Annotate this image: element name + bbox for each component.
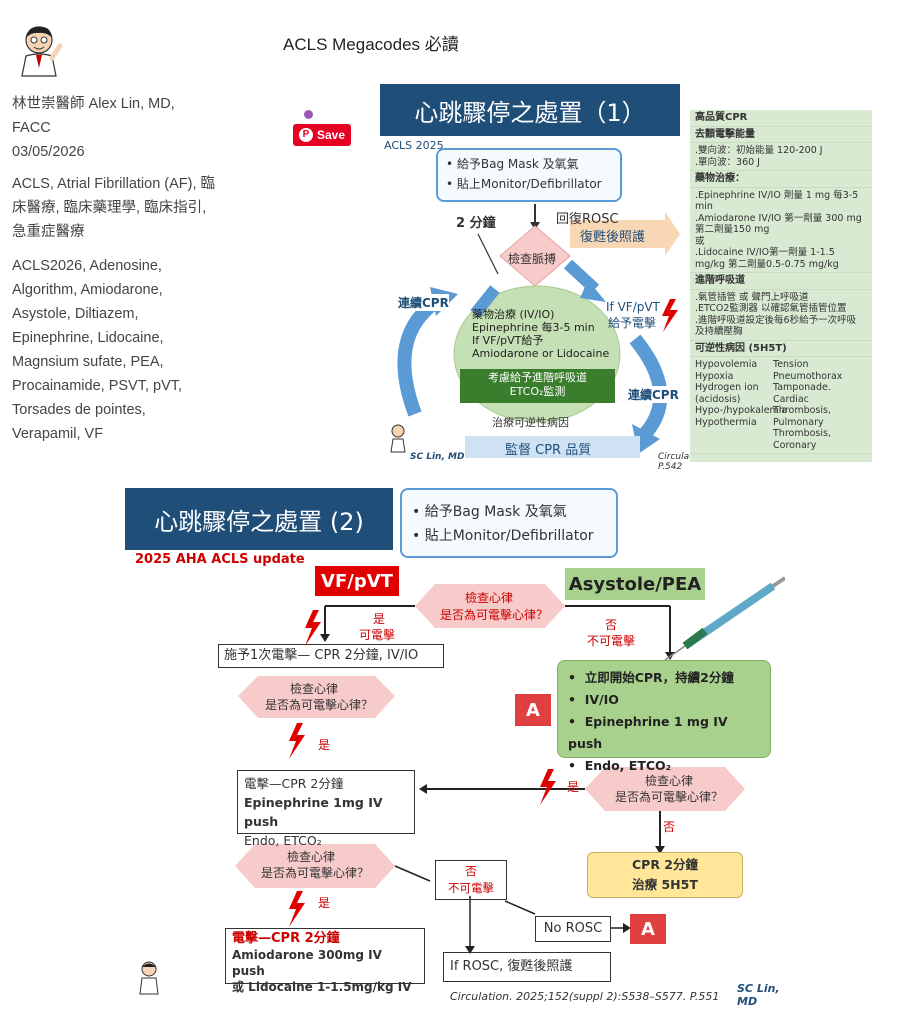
fig1-check-pulse: 檢查脈搏	[508, 252, 557, 266]
fig2-check4-a: 檢查心律	[287, 850, 336, 864]
fig2-if-rosc-box: If ROSC, 復甦後照護	[443, 952, 611, 982]
fig1-drug-text: 藥物治療 (IV/IO) Epinephrine 每3-5 min If VF/…	[472, 308, 610, 360]
figure-cardiac-arrest-1: 心跳驟停之處置（1） ACLS 2025 • 給予Bag Mask 及氧氣 • …	[380, 84, 872, 472]
figure-cardiac-arrest-2: 心跳驟停之處置 (2) • 給予Bag Mask 及氧氣 • 貼上Monitor…	[125, 486, 785, 1008]
fig2-yes-3: 是	[567, 780, 580, 794]
fig2-check1-b: 是否為可電擊心律？	[440, 608, 549, 622]
fig2-vf-label: VF/pVT	[315, 566, 399, 596]
fig1-sc-lin: SC Lin, MD	[410, 452, 465, 462]
fig1-treat-rev: 治療可逆性病因	[492, 416, 569, 429]
fig2-initial-box: • 給予Bag Mask 及氧氣 • 貼上Monitor/Defibrillat…	[400, 488, 618, 558]
fig2-cpr-5h5t-box: CPR 2分鐘 治療 5H5T	[587, 852, 743, 898]
syringe-icon	[664, 576, 785, 661]
fig2-yes-1: 是	[373, 612, 386, 626]
page-title: ACLS Megacodes 必讀	[283, 35, 459, 54]
fig2-not-shockable-box: 否 不可電擊	[435, 860, 507, 900]
fig1-title: 心跳驟停之處置（1）	[380, 84, 680, 136]
fig2-shock1-box: 施予1次電擊— CPR 2分鐘, IV/IO	[218, 644, 444, 668]
fig2-check3-a: 檢查心律	[645, 774, 694, 788]
fig2-sc-lin: SC Lin, MD	[737, 982, 780, 1008]
fig2-title: 心跳驟停之處置 (2)	[125, 488, 393, 550]
fig2-shockable-1: 可電擊	[359, 628, 396, 642]
fig2-yes-4: 是	[318, 896, 331, 910]
fig2-shock2-box: 電擊—CPR 2分鐘 Epinephrine 1mg IV push Endo,…	[237, 770, 415, 848]
fig2-asystole-label: Asystole/PEA	[565, 568, 705, 600]
fig1-if-vf-2: 給予電擊	[608, 316, 657, 330]
fig2-check4-b: 是否為可電擊心律？	[261, 866, 370, 880]
author-avatar[interactable]	[14, 24, 64, 78]
fig2-a-label-1: A	[515, 694, 551, 726]
pin-indicator-dot	[304, 110, 313, 119]
fig2-citation: Circulation. 2025;152(suppl 2):S538–S577…	[450, 990, 720, 1003]
fig2-aha-update: 2025 AHA ACLS update	[135, 552, 305, 567]
fig1-flow-arrows	[397, 204, 680, 458]
pinterest-save-button[interactable]: P Save	[293, 124, 352, 146]
fig1-version: ACLS 2025	[384, 139, 444, 152]
fig2-yes-2: 是	[318, 738, 331, 752]
fig2-a-label-2: A	[630, 914, 666, 944]
fig2-flow-lines	[235, 576, 785, 954]
fig2-no-3: 否	[663, 820, 676, 834]
fig2-no-1: 否	[605, 618, 618, 632]
post-tags[interactable]: ACLS2026, Adenosine, Algorithm, Amiodaro…	[12, 258, 183, 442]
fig2-shock3-box: 電擊—CPR 2分鐘 Amiodarone 300mg IV push 或 Li…	[225, 928, 425, 994]
fig1-cont-cpr-right: 連續CPR	[628, 386, 679, 403]
fig2-doctor-icon	[137, 960, 161, 996]
fig2-check1-a: 檢查心律	[465, 591, 514, 605]
fig2-no-rosc-box: No ROSC	[535, 916, 611, 942]
fig1-post-care: 復甦後照護	[580, 230, 646, 245]
fig1-side-panel: 高品質CPR 去顫電擊能量 .雙向波：初始能量 120-200 J.單向波：36…	[690, 110, 872, 462]
post-categories[interactable]: ACLS, Atrial Fibrillation (AF), 臨床醫療, 臨床…	[12, 176, 216, 240]
fig2-check2-a: 檢查心律	[290, 682, 339, 696]
pinterest-icon: P	[299, 128, 313, 142]
fig1-airway: 考慮給予進階呼吸道 ETCO₂監測	[488, 371, 587, 398]
fig2-check2-b: 是否為可電擊心律？	[265, 698, 374, 712]
post-author[interactable]: 林世崇醫師 Alex Lin, MD, FACC	[12, 96, 175, 136]
fig1-initial-box: • 給予Bag Mask 及氧氣 • 貼上Monitor/Defibrillat…	[436, 148, 622, 202]
fig1-return-rosc: 回復ROSC	[556, 212, 619, 227]
fig1-two-min: 2 分鐘	[456, 216, 496, 231]
fig1-doctor-icon	[388, 424, 408, 454]
fig2-not-shockable-1: 不可電擊	[587, 634, 636, 648]
save-label: Save	[317, 128, 346, 142]
fig1-monitor-cpr: 監督 CPR 品質	[505, 443, 592, 458]
fig2-cpr-box: • 立即開始CPR，持續2分鐘 • IV/IO • Epinephrine 1 …	[557, 660, 771, 773]
fig2-check3-b: 是否為可電擊心律？	[615, 790, 724, 804]
fig1-cont-cpr-left: 連續CPR	[398, 294, 449, 311]
post-date: 03/05/2026	[12, 144, 85, 160]
fig1-if-vf-1: If VF/pVT	[606, 300, 660, 314]
